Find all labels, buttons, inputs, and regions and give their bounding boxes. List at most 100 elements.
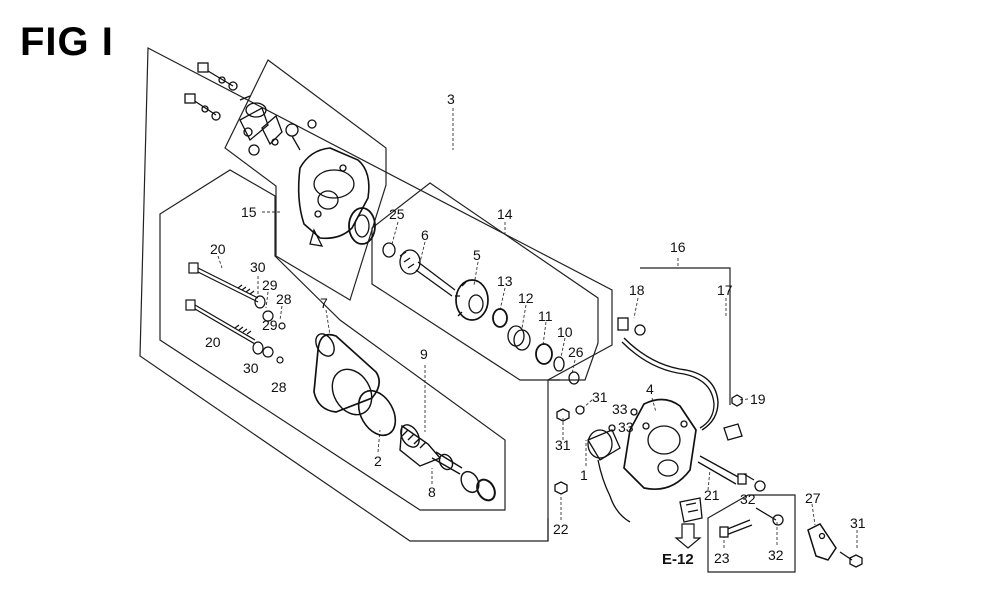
callout-20-upper: 20 (210, 241, 226, 257)
callout-20-lower: 20 (205, 334, 221, 350)
callout-21: 21 (704, 487, 720, 503)
callout-9: 9 (420, 346, 428, 362)
oring-28a (278, 322, 286, 330)
leader-18 (633, 297, 639, 319)
washer-10 (553, 356, 565, 372)
brush-holder (239, 95, 283, 156)
leader-25 (391, 221, 399, 245)
callout-27: 27 (805, 490, 821, 506)
callout-17: 17 (717, 282, 733, 298)
ring-13 (492, 308, 508, 328)
assembly-outline-15 (224, 59, 387, 301)
callout-4: 4 (646, 381, 654, 397)
through-bolt-lower (185, 299, 256, 345)
terminal-bolt-18 (617, 317, 646, 336)
callout-32-lower: 32 (768, 547, 784, 563)
yoke-housing (313, 333, 381, 416)
leader-28a (279, 305, 283, 321)
leader-20a (217, 255, 223, 269)
assembly-outline-3 (139, 47, 613, 542)
nut-33b (608, 424, 616, 432)
cable-16 (621, 337, 719, 431)
leader-10 (560, 337, 566, 358)
bracket-e12 (679, 497, 703, 523)
leader-12 (521, 304, 527, 329)
through-bolt-parts (185, 262, 286, 364)
callout-12: 12 (518, 290, 534, 306)
callout-19: 19 (750, 391, 766, 407)
leader-29a (265, 291, 269, 309)
nut-31c (839, 551, 863, 568)
terminal-clip-17 (723, 423, 743, 441)
leader-6 (419, 241, 426, 263)
callout-5: 5 (473, 247, 481, 263)
washer-29b (262, 346, 274, 358)
assembly-outline-16 (640, 267, 731, 405)
callout-numbers: 3 15 25 14 6 5 20 30 29 28 13 12 11 10 2… (205, 91, 866, 568)
through-bolt-upper (188, 262, 259, 303)
ring-11 (535, 343, 553, 365)
callout-29-lower: 29 (262, 317, 278, 333)
leader-27 (811, 503, 816, 526)
callout-32-upper: 32 (740, 491, 756, 507)
callout-11: 11 (538, 308, 553, 324)
callout-31-right: 31 (850, 515, 866, 531)
washer-29a (262, 310, 274, 322)
oring-seal-rear (348, 207, 376, 245)
cable-parts (617, 317, 743, 441)
reference-label-e12: E-12 (662, 551, 694, 568)
callout-22: 22 (553, 521, 569, 537)
callout-7: 7 (320, 295, 328, 311)
screw-top-1 (197, 62, 238, 91)
leader-13 (499, 287, 506, 311)
clutch-gear-5 (455, 279, 489, 321)
callout-16: 16 (670, 239, 686, 255)
assembly-outline-right (707, 494, 796, 573)
leader-7 (325, 309, 331, 336)
nut-22 (554, 481, 568, 495)
callout-18: 18 (629, 282, 645, 298)
rear-cover-body (297, 147, 370, 247)
group-outlines (139, 47, 796, 573)
callout-31-left: 31 (555, 437, 571, 453)
leader-31a (582, 399, 593, 409)
rear-cover-parts (184, 62, 376, 247)
assembly-outline-lower (547, 379, 560, 541)
spring-12 (507, 325, 531, 351)
pinion-shaft-6 (399, 249, 456, 297)
oring-2 (357, 389, 397, 437)
nut-19 (731, 394, 743, 407)
front-cover-body (623, 398, 697, 490)
callout-33-lower: 33 (618, 419, 634, 435)
leader-2 (377, 429, 381, 453)
callout-2: 2 (374, 453, 382, 469)
washer-32a (743, 473, 766, 492)
bracket-27 (807, 523, 837, 561)
small-screw-rear (285, 119, 317, 151)
bolt-31a (575, 405, 585, 415)
washer-30a (254, 295, 266, 309)
leader-21 (707, 469, 711, 491)
bolt-32b (755, 507, 784, 526)
callout-30-lower: 30 (243, 360, 259, 376)
oring-28b (276, 356, 284, 364)
leader-19 (737, 398, 749, 401)
leader-5 (473, 261, 479, 286)
washer-25 (382, 242, 396, 258)
callout-10: 10 (557, 324, 573, 340)
front-cover-parts (554, 398, 747, 523)
e12-reference-arrow (674, 523, 702, 549)
bolt-23 (719, 519, 753, 538)
screw-top-2 (184, 93, 221, 121)
callout-28-lower: 28 (271, 379, 287, 395)
assembly-outline-9 (159, 169, 506, 511)
callout-23: 23 (714, 550, 730, 566)
callout-8: 8 (428, 484, 436, 500)
washer-30b (252, 341, 264, 355)
bearing-armature (460, 470, 496, 502)
callout-14: 14 (497, 206, 513, 222)
yoke-armature-parts (313, 333, 496, 502)
pinion-gear-parts (382, 242, 580, 385)
